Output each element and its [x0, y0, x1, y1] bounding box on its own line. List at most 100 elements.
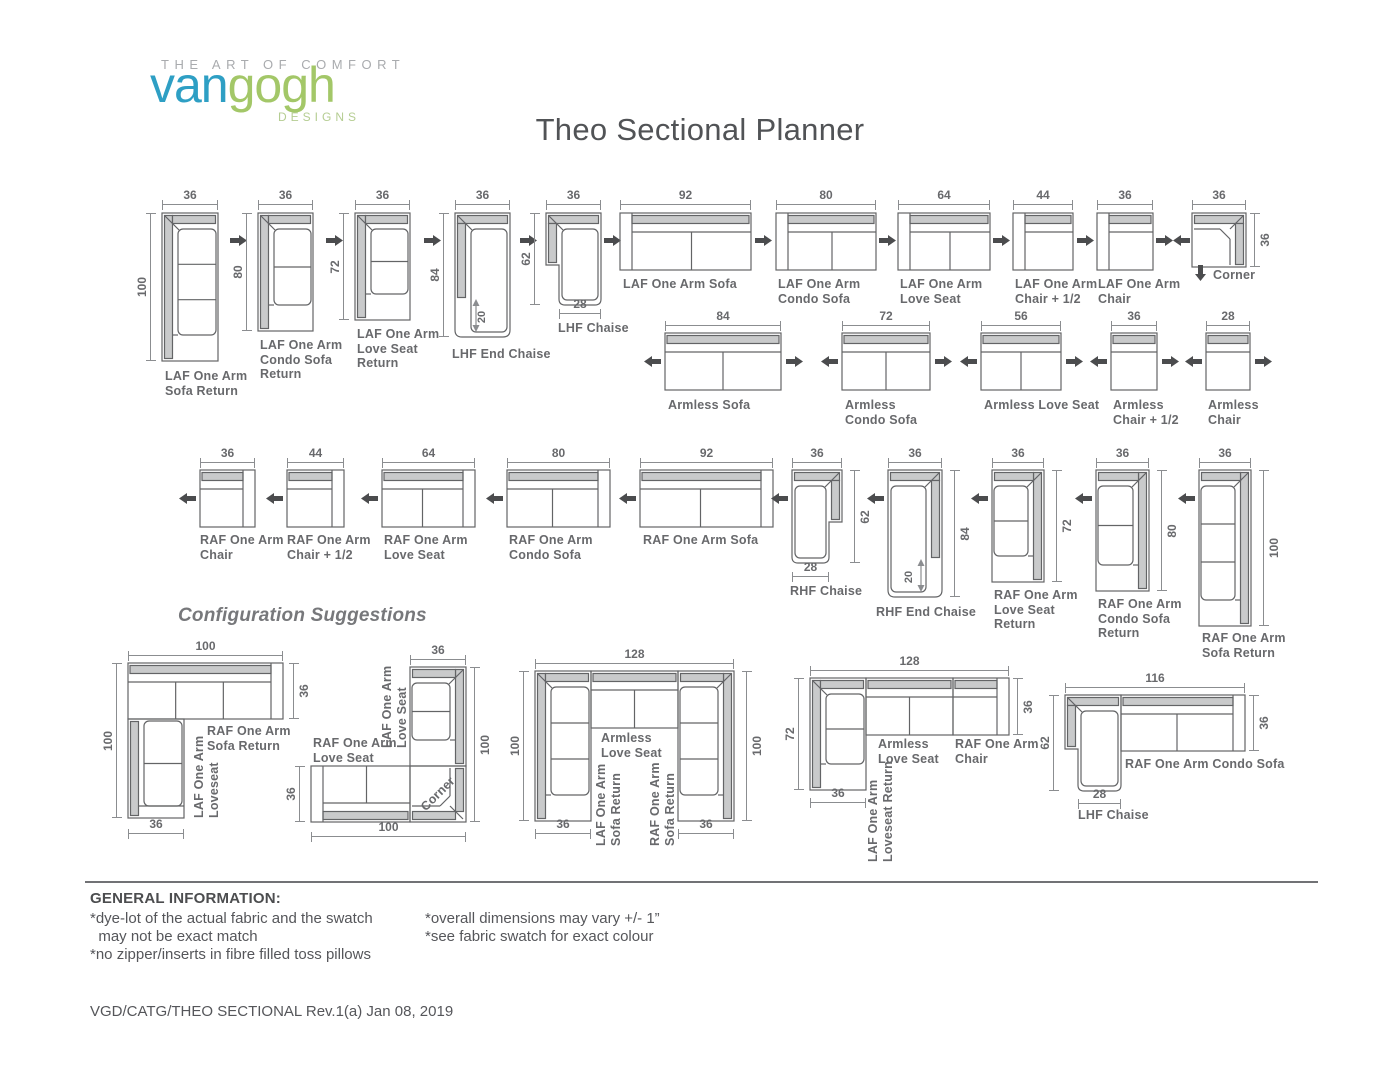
c5-raf-condo-sofa-label: RAF One Arm Condo Sofa [1125, 757, 1285, 771]
dim-36: 36 [1199, 447, 1251, 468]
logo-tagline: THE ART OF COMFORT [161, 57, 406, 72]
rhf-chaise-label: RHF Chaise [790, 584, 863, 598]
merge-arrow-left-icon [266, 492, 283, 505]
lhf-chaise-figure [545, 212, 602, 306]
merge-arrow-left-icon [1090, 355, 1107, 368]
dim-value: 80 [819, 188, 833, 202]
merge-arrow-right-icon [755, 234, 772, 247]
laf-one-arm-chair-figure [1096, 212, 1154, 271]
dim-62: 62 [1038, 695, 1059, 791]
dim-36: 36 [810, 787, 866, 808]
raf-one-arm-condo-sofa-return-figure [1095, 469, 1150, 592]
c4-raf-one-arm-chair-figure [952, 677, 1010, 736]
dim-value: 36 [1118, 188, 1132, 202]
laf-one-arm-sofa-label: LAF One Arm Sofa [623, 277, 737, 291]
c1-raf-one-arm-sofa-return-figure [127, 662, 284, 720]
merge-arrow-left-icon [771, 492, 788, 505]
dim-92: 92 [640, 447, 773, 468]
merge-arrow-right-icon [424, 234, 441, 247]
dim-value: 100 [750, 735, 764, 757]
dim-72: 72 [328, 213, 349, 320]
merge-arrow-right-icon [1162, 355, 1179, 368]
raf-one-arm-love-seat-figure [381, 469, 476, 528]
merge-arrow-right-icon [993, 234, 1010, 247]
dim-80: 80 [231, 213, 252, 331]
page-title: Theo Sectional Planner [535, 112, 865, 147]
c5-lhf-chaise-label: LHF Chaise [1078, 808, 1149, 822]
inner-dimension-label: 20 [476, 311, 488, 323]
c5-lhf-chaise-figure [1064, 694, 1122, 792]
c1-laf-loveseat-label: LAF One Arm Loveseat [192, 735, 221, 818]
corner-figure [1191, 212, 1247, 268]
dim-36: 36 [1013, 678, 1035, 735]
general-information-heading: GENERAL INFORMATION: [90, 890, 281, 907]
configuration-suggestions-heading: Configuration Suggestions [178, 605, 427, 626]
dim-64: 64 [898, 189, 990, 210]
laf-one-arm-condo-sofa-return-label: LAF One Arm Condo Sofa Return [260, 338, 343, 381]
dim-value: 36 [375, 188, 390, 202]
dim-value: 116 [1145, 671, 1165, 685]
dim-36: 36 [546, 189, 601, 210]
note-dimensions-vary: *overall dimensions may vary +/- 1” [425, 910, 660, 927]
lhf-end-chaise-label: LHF End Chaise [452, 347, 551, 361]
dim-80: 80 [507, 447, 610, 468]
dim-value: 44 [1036, 188, 1050, 202]
dim-36: 36 [455, 189, 510, 210]
armless-sofa-label: Armless Sofa [668, 398, 751, 412]
dim-80: 80 [1157, 470, 1179, 591]
dim-value: 80 [1165, 523, 1179, 538]
merge-arrow-left-icon [644, 355, 661, 368]
rhf-end-chaise-figure: 20 [887, 469, 943, 598]
merge-arrow-left-icon [1075, 492, 1092, 505]
dim-36: 36 [410, 644, 466, 665]
c4-laf-loveseat-return-label: LAF One Arm Loveseat Return [866, 761, 895, 862]
raf-one-arm-sofa-label: RAF One Arm Sofa [643, 533, 759, 547]
dim-28: 28 [1078, 788, 1121, 809]
dim-value: 72 [879, 309, 893, 323]
dim-36: 36 [289, 663, 311, 719]
merge-arrow-left-icon [1173, 234, 1190, 247]
note-no-zipper: *no zipper/inserts in fibre filled toss … [90, 946, 371, 963]
dim-value: 36 [1258, 233, 1272, 247]
dim-36: 36 [1096, 447, 1149, 468]
laf-one-arm-condo-sofa-return-figure [257, 212, 314, 332]
armless-chair-half-label: Armless Chair + 1/2 [1113, 398, 1179, 427]
dim-value: 100 [478, 734, 492, 755]
dim-value: 100 [378, 820, 399, 834]
dim-56: 56 [981, 310, 1061, 331]
lhf-end-chaise-figure: 20 [454, 212, 511, 338]
dim-value: 84 [428, 268, 442, 282]
dim-44: 44 [1013, 189, 1073, 210]
dim-62: 62 [519, 213, 540, 305]
dim-value: 36 [1257, 716, 1271, 730]
laf-one-arm-chair-half-figure [1012, 212, 1074, 271]
dim-value: 100 [1267, 537, 1281, 559]
dim-value: 62 [858, 509, 872, 524]
dim-value: 36 [297, 684, 311, 698]
dim-84: 84 [665, 310, 781, 331]
merge-arrow-right-icon [326, 234, 343, 247]
laf-one-arm-sofa-return-figure [161, 212, 219, 362]
dim-value: 100 [508, 735, 522, 757]
dim-value: 28 [1092, 787, 1107, 801]
c3-armless-love-seat-label: Armless Love Seat [601, 731, 662, 760]
dim-36: 36 [992, 447, 1044, 468]
divider-line [85, 881, 1318, 883]
dim-36: 36 [258, 189, 313, 210]
corner-label: Corner [1213, 268, 1256, 282]
dim-28: 28 [559, 298, 601, 319]
dim-value: 36 [699, 817, 713, 831]
dim-92: 92 [620, 189, 751, 210]
dim-value: 36 [1218, 446, 1232, 460]
merge-arrow-left-icon [821, 355, 838, 368]
laf-one-arm-love-seat-label: LAF One Arm Love Seat [900, 277, 983, 306]
dim-value: 36 [284, 787, 298, 801]
c2-raf-one-arm-love-seat-figure [310, 765, 411, 823]
rhf-end-chaise-label: RHF End Chaise [876, 605, 977, 619]
armless-love-seat-figure [980, 332, 1062, 391]
dim-36: 36 [535, 818, 591, 839]
logo-designs: DESIGNS [278, 110, 361, 124]
dim-value: 72 [783, 727, 797, 741]
raf-one-arm-sofa-return-label: RAF One Arm Sofa Return [1202, 631, 1286, 660]
